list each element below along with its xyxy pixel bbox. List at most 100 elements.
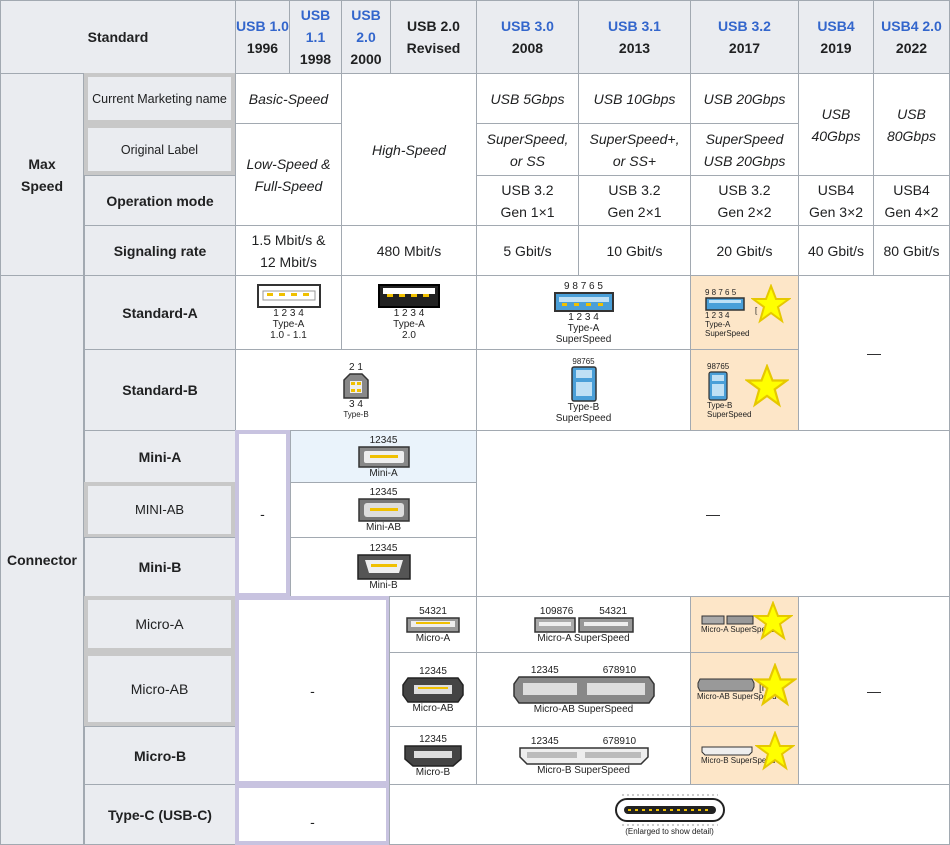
version-name[interactable]: USB 3.0 [501, 18, 554, 34]
version-name[interactable]: USB4 2.0 [881, 18, 942, 34]
star-icon [755, 731, 795, 771]
pin-numbers: 678910 [602, 664, 637, 676]
connector-caption: SuperSpeed [705, 328, 750, 338]
row-micro-a: Micro-A [84, 596, 235, 652]
row-mini-ab: MINI-AB [84, 482, 235, 538]
row-signaling-rate: Signaling rate [84, 225, 236, 276]
pin-numbers: 9 8 7 6 5 [564, 280, 603, 292]
cell-value: USB 10Gbps [593, 90, 676, 107]
row-marketing-name: Current Marketing name [84, 73, 235, 124]
cell-value: - [310, 682, 315, 699]
connector-caption: Micro-B SuperSpeed [701, 756, 776, 765]
cell-superspeed: SuperSpeed, or SS [476, 123, 579, 176]
cell-value: USB 40Gbps [811, 105, 861, 144]
connector-caption: SuperSpeed [555, 412, 612, 424]
cell-usb20gbps: USB 20Gbps [690, 73, 799, 124]
cell-value: USB 5Gbps [490, 90, 565, 107]
usb-micro-icon [404, 744, 462, 767]
row-label: MINI-AB [134, 502, 185, 517]
cell-value: High-Speed [372, 141, 446, 158]
cell-typeb: 2 1 3 4 Type-B [235, 349, 477, 431]
version-name[interactable]: USB 1.1 [300, 7, 331, 45]
usb-c-icon [614, 794, 725, 826]
connector-caption: Micro-A [415, 632, 451, 644]
header-usb20: USB 2.0 2000 [341, 0, 391, 74]
cell-value: USB 3.2 Gen 2×1 [607, 181, 662, 220]
cell-value: Basic-Speed [248, 90, 329, 107]
version-name[interactable]: USB 3.2 [718, 18, 771, 34]
pin-numbers: 1 2 3 4 [393, 308, 425, 319]
header-usb10: USB 1.0 1996 [235, 0, 290, 74]
usb-type-b-icon [570, 365, 597, 402]
pin-numbers: 12345 [369, 487, 398, 498]
cell-gen2x2: USB 3.2 Gen 2×2 [690, 175, 799, 226]
cell-value: 10 Gbit/s [606, 242, 663, 259]
connector-caption: SuperSpeed [707, 409, 752, 419]
cell-rate-20: 20 Gbit/s [690, 225, 799, 276]
row-mini-a: Mini-A [84, 430, 236, 483]
header-standard-label: Standard [87, 29, 149, 45]
cell-mini-ab: 12345 Mini-AB [290, 482, 477, 538]
cell-value: - [310, 813, 315, 830]
row-micro-b: Micro-B [84, 726, 236, 785]
version-name: USB 2.0 Revised [406, 18, 461, 56]
reference-mark: [r [759, 683, 766, 694]
row-label: Micro-AB [130, 681, 189, 697]
connector-caption: SuperSpeed [555, 333, 612, 345]
cell-value: SuperSpeed USB 20Gbps [703, 130, 786, 169]
cell-value: SuperSpeed, or SS [486, 130, 569, 169]
pin-numbers: 12345 [530, 664, 559, 676]
connector-caption: (Enlarged to show detail) [625, 827, 714, 836]
cell-rate-480: 480 Mbit/s [341, 225, 477, 276]
cell-micro-usb1-none: - [235, 596, 390, 785]
cell-superspeed-20: SuperSpeed USB 20Gbps [690, 123, 799, 176]
usb-type-a-icon [553, 291, 614, 312]
cell-value: 20 Gbit/s [716, 242, 773, 259]
usb-type-a-icon [256, 284, 321, 308]
row-label: Micro-B [133, 747, 187, 764]
cell-typea-ss-highlight: 9 8 7 6 5 1 2 3 4 Type-A SuperSpeed [ [690, 275, 799, 350]
usb-micro-icon [701, 615, 754, 625]
pin-numbers: 98765 [572, 356, 595, 366]
usb-mini-icon [357, 498, 410, 522]
usb-micro-icon [518, 746, 649, 765]
cell-superspeed-plus: SuperSpeed+, or SS+ [578, 123, 691, 176]
usb-micro-icon [701, 746, 753, 756]
row-standard-b: Standard-B [84, 349, 236, 431]
group-label: Connector [7, 552, 77, 568]
usb-micro-icon [697, 678, 755, 692]
cell-mini-b: 12345 Mini-B [290, 537, 477, 597]
cell-typea-20: 1 2 3 4 Type-A 2.0 [341, 275, 477, 350]
version-year: 1996 [246, 40, 279, 56]
cell-typec-usb1-none: - [235, 784, 390, 845]
version-name[interactable]: USB 1.0 [236, 18, 289, 34]
pin-numbers: 9 8 7 6 5 [705, 287, 737, 297]
cell-usb4-gen3x2: USB4 Gen 3×2 [798, 175, 874, 226]
version-name[interactable]: USB 3.1 [608, 18, 661, 34]
group-connector: Connector [0, 275, 84, 845]
version-year: 2017 [728, 40, 761, 56]
pin-numbers: 109876 [539, 605, 574, 617]
cell-typec: (Enlarged to show detail) [389, 784, 950, 845]
version-name[interactable]: USB 2.0 [351, 7, 381, 45]
header-usb32: USB 3.2 2017 [690, 0, 799, 74]
usb-micro-icon [512, 675, 655, 704]
cell-value: SuperSpeed+, or SS+ [589, 130, 680, 169]
cell-value: 80 Gbit/s [883, 242, 940, 259]
pin-numbers: 12345 [369, 543, 398, 554]
version-year: 2000 [350, 51, 382, 67]
row-original-label: Original Label [84, 124, 235, 175]
connector-caption: Mini-B [369, 580, 398, 591]
version-year: 2008 [511, 40, 544, 56]
usb-micro-icon [402, 676, 464, 703]
cell-usb10gbps: USB 10Gbps [578, 73, 691, 124]
pin-row: 12345 678910 [531, 665, 636, 676]
star-icon [753, 601, 793, 641]
version-name[interactable]: USB4 [817, 18, 855, 34]
connector-caption: Type-B [707, 400, 733, 410]
row-label: Mini-A [138, 448, 182, 465]
cell-gen2x1: USB 3.2 Gen 2×1 [578, 175, 691, 226]
